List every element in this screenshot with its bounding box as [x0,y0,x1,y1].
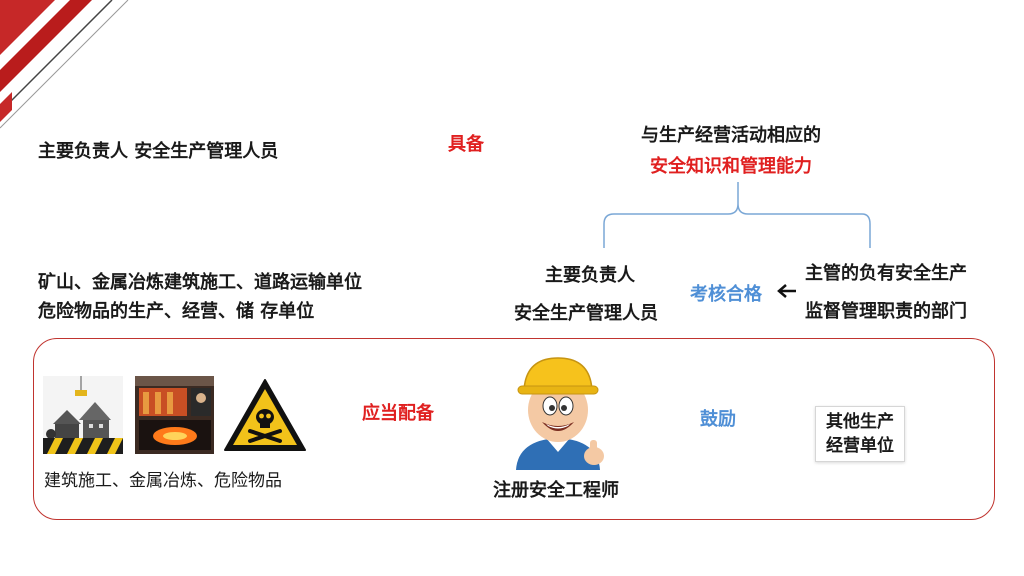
requirement-line-1: 与生产经营活动相应的 [641,125,821,146]
requirement-line-2: 安全知识和管理能力 [650,156,812,177]
verb-examine: 考核合格 [690,284,762,305]
toxic-hazard-icon [224,379,306,451]
subjects-heading: 主要负责人 安全生产管理人员 [38,141,279,162]
left-arrow-icon [777,284,796,298]
metallurgy-image [135,376,214,454]
construction-image [43,376,123,454]
engineer-caption: 注册安全工程师 [493,480,619,501]
examined-line-2: 安全生产管理人员 [514,303,658,324]
units-line-1: 矿山、金属冶炼建筑施工、道路运输单位 [38,272,362,293]
corner-decoration [0,0,129,129]
verb-encourage: 鼓励 [700,409,736,430]
other-units-line-2: 经营单位 [826,436,894,456]
dept-line-2: 监督管理职责的部门 [805,301,967,322]
units-line-2: 危险物品的生产、经营、储 存单位 [38,301,315,322]
examined-line-1: 主要负责人 [545,265,635,286]
brace-connector [603,182,871,248]
engineer-mascot-image [516,357,604,470]
bottom-frame [33,338,995,520]
other-units-box: 其他生产 经营单位 [815,406,905,462]
dept-line-1: 主管的负有安全生产 [805,263,967,284]
industries-caption: 建筑施工、金属冶炼、危险物品 [44,471,282,491]
verb-possess: 具备 [448,134,484,155]
other-units-line-1: 其他生产 [826,412,894,432]
verb-should-equip: 应当配备 [362,403,434,424]
